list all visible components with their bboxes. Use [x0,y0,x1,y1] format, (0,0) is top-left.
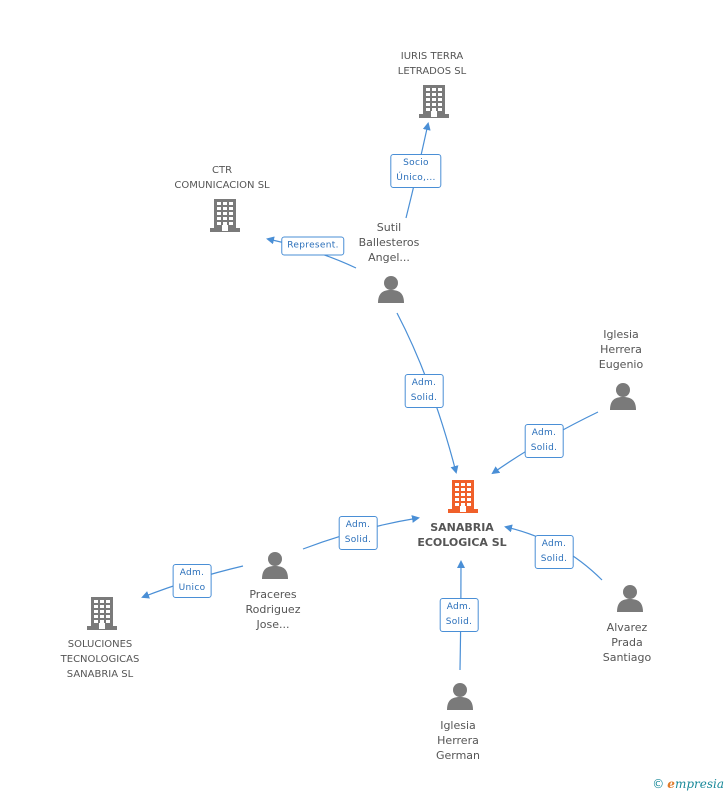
edge-label-adm-solid-german[interactable]: Adm. Solid. [439,598,479,632]
edge-label-socio-unico[interactable]: Socio Único,... [390,154,442,188]
node-label-praceres-rodriguez[interactable]: Praceres Rodriguez Jose... [245,588,301,631]
node-label-alvarez-prada[interactable]: Alvarez Prada Santiago [602,621,652,664]
node-label-iuris-terra[interactable]: IURIS TERRA LETRADOS SL [397,51,467,77]
building-icon[interactable] [418,84,450,122]
building-icon[interactable] [209,198,241,236]
node-label-sanabria-ecologica[interactable]: SANABRIA ECOLOGICA SL [417,521,507,549]
node-label-ctr-comunicacion[interactable]: CTR COMUNICACION SL [174,165,270,191]
node-label-iglesia-herrera-eugenio[interactable]: Iglesia Herrera Eugenio [598,328,644,371]
edge-label-represent[interactable]: Represent. [281,236,345,256]
building-icon[interactable] [447,479,479,517]
edge-label-adm-unico[interactable]: Adm. Unico [172,564,212,598]
edge-label-adm-solid-praceres[interactable]: Adm. Solid. [338,516,378,550]
person-icon[interactable] [446,682,474,714]
building-icon[interactable] [86,596,118,634]
person-icon[interactable] [261,551,289,583]
edge-label-adm-solid-sutil[interactable]: Adm. Solid. [404,374,444,408]
copyright-icon: © [652,777,665,791]
person-icon[interactable] [377,275,405,307]
node-label-soluciones-tecnologicas[interactable]: SOLUCIONES TECNOLOGICAS SANABRIA SL [60,639,140,680]
edge-label-adm-solid-eugenio[interactable]: Adm. Solid. [524,424,564,458]
edge-label-adm-solid-alvarez[interactable]: Adm. Solid. [534,535,574,569]
empresia-brand[interactable]: ©empresia [652,777,724,791]
brand-name: mpresia [674,777,724,791]
person-icon[interactable] [609,382,637,414]
node-label-iglesia-herrera-german[interactable]: Iglesia Herrera German [435,719,481,762]
brand-logo-letter: e [667,777,675,791]
person-icon[interactable] [616,584,644,616]
node-label-sutil-ballesteros[interactable]: Sutil Ballesteros Angel... [358,221,420,264]
